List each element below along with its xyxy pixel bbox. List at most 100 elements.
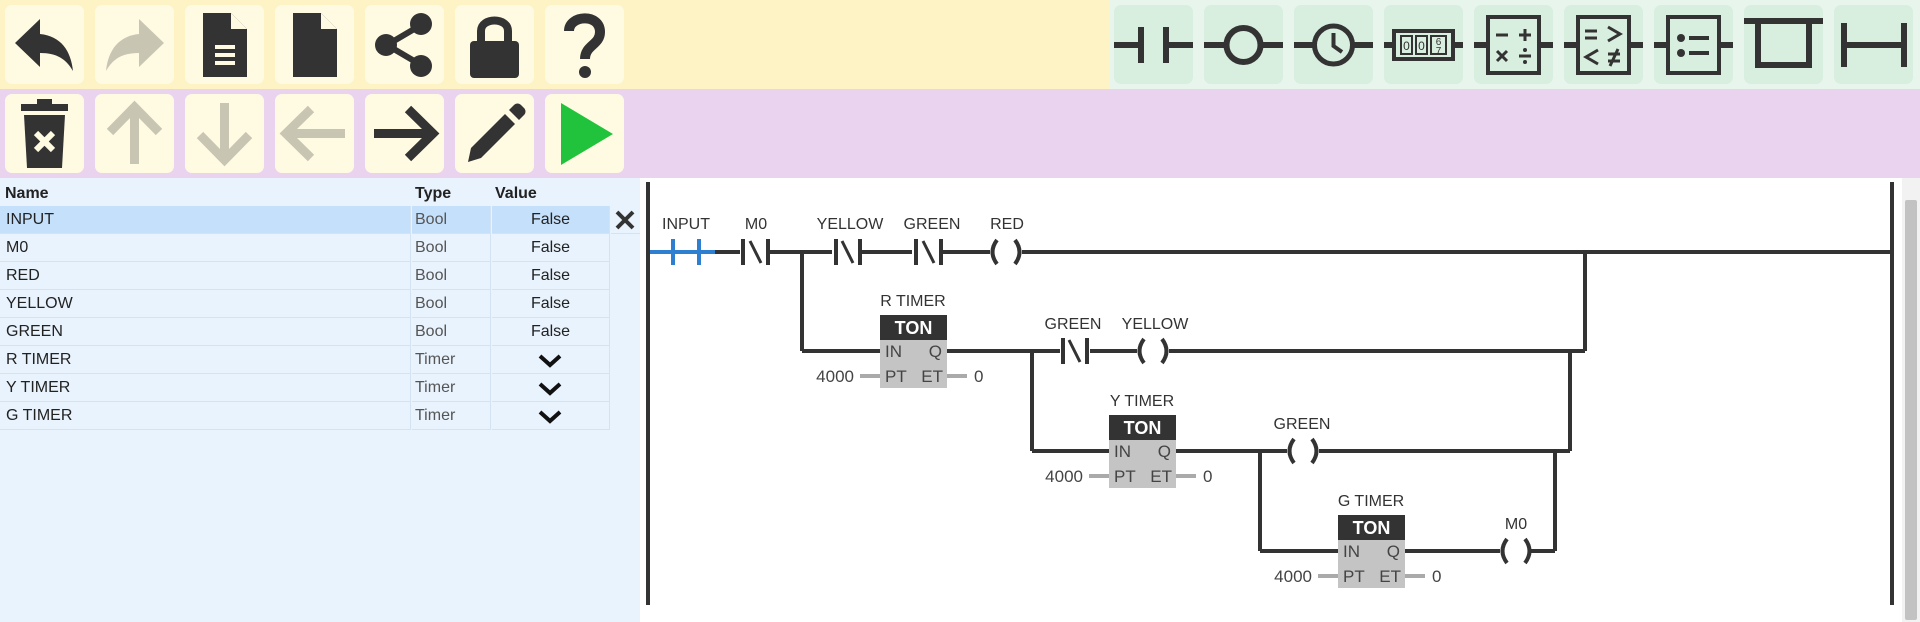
chevron-down-icon: [538, 382, 562, 396]
table-row[interactable]: Y TIMER Timer: [0, 374, 640, 402]
add-branch-button[interactable]: [1744, 5, 1823, 84]
contact-m0[interactable]: M0: [741, 216, 770, 265]
preset-value[interactable]: 4000: [1274, 567, 1312, 586]
elements-toolbar: 0 0 6 7: [1110, 0, 1920, 89]
table-header: Name Type Value: [0, 180, 640, 208]
var-name[interactable]: GREEN: [0, 318, 411, 346]
add-rung-button[interactable]: [1834, 5, 1913, 84]
table-row[interactable]: M0 Bool False: [0, 234, 640, 262]
timer-icon: [1294, 23, 1373, 67]
var-type[interactable]: Bool: [412, 206, 491, 234]
branch-icon: [1744, 18, 1823, 68]
expand-timer-button[interactable]: [492, 374, 610, 402]
undo-button[interactable]: [5, 5, 84, 84]
share-button[interactable]: [365, 5, 444, 84]
table-row[interactable]: YELLOW Bool False: [0, 290, 640, 318]
contact-green-2[interactable]: GREEN: [1045, 316, 1102, 364]
coil-label: YELLOW: [1122, 316, 1190, 333]
move-up-button[interactable]: [95, 94, 174, 173]
var-type[interactable]: Timer: [412, 402, 491, 430]
contact-yellow[interactable]: YELLOW: [817, 216, 885, 265]
add-contact-button[interactable]: [1114, 5, 1193, 84]
contact-label: GREEN: [904, 216, 961, 233]
table-row[interactable]: GREEN Bool False: [0, 318, 640, 346]
var-type[interactable]: Timer: [412, 346, 491, 374]
var-name[interactable]: G TIMER: [0, 402, 411, 430]
edit-button[interactable]: [455, 94, 534, 173]
pin-pt: PT: [1343, 567, 1365, 586]
counter-icon: 0 0 6 7: [1384, 29, 1463, 61]
var-name[interactable]: INPUT: [0, 206, 411, 234]
contact-label: INPUT: [662, 216, 710, 233]
var-value[interactable]: False: [492, 290, 610, 318]
ladder-diagram[interactable]: INPUT M0 YELLOW GREEN RED: [640, 178, 1920, 622]
add-compare-button[interactable]: [1564, 5, 1643, 84]
table-row[interactable]: INPUT Bool False: [0, 206, 640, 234]
var-value[interactable]: False: [492, 262, 610, 290]
new-document-button[interactable]: [275, 5, 354, 84]
timer-block-y[interactable]: Y TIMER TON IN Q PT ET 4000 0: [1045, 393, 1212, 488]
var-name[interactable]: M0: [0, 234, 411, 262]
header-type: Type: [415, 185, 452, 202]
list-icon: [1654, 15, 1733, 75]
preset-value[interactable]: 4000: [1045, 467, 1083, 486]
timer-block-r[interactable]: R TIMER TON IN Q PT ET 4000 0: [816, 293, 983, 388]
preset-value[interactable]: 4000: [816, 367, 854, 386]
redo-button[interactable]: [95, 5, 174, 84]
document-lines-icon: [203, 13, 247, 77]
add-list-button[interactable]: [1654, 5, 1733, 84]
var-type[interactable]: Bool: [412, 318, 491, 346]
math-icon: [1474, 15, 1553, 75]
expand-timer-button[interactable]: [492, 402, 610, 430]
var-type[interactable]: Bool: [412, 262, 491, 290]
share-icon: [375, 13, 432, 77]
scrollbar-thumb[interactable]: [1905, 200, 1917, 620]
table-row[interactable]: RED Bool False: [0, 262, 640, 290]
pin-et: ET: [921, 367, 943, 386]
coil-green[interactable]: GREEN: [1274, 416, 1331, 465]
help-button[interactable]: [545, 5, 624, 84]
move-right-button[interactable]: [365, 94, 444, 173]
compare-icon: [1564, 15, 1643, 75]
timer-type: TON: [895, 318, 933, 338]
coil-m0[interactable]: M0: [1500, 516, 1532, 565]
var-type[interactable]: Bool: [412, 290, 491, 318]
delete-button[interactable]: [5, 94, 84, 173]
lock-button[interactable]: [455, 5, 534, 84]
timer-block-g[interactable]: G TIMER TON IN Q PT ET 4000 0: [1274, 493, 1441, 588]
var-type[interactable]: Bool: [412, 234, 491, 262]
file-toolbar: [0, 0, 1110, 89]
var-name[interactable]: YELLOW: [0, 290, 411, 318]
expand-timer-button[interactable]: [492, 346, 610, 374]
table-row[interactable]: G TIMER Timer: [0, 402, 640, 430]
header-name: Name: [5, 185, 49, 202]
var-value[interactable]: False: [492, 234, 610, 262]
coil-red[interactable]: RED: [990, 216, 1024, 266]
pin-et: ET: [1150, 467, 1172, 486]
coil-yellow[interactable]: YELLOW: [1122, 316, 1190, 365]
add-counter-button[interactable]: 0 0 6 7: [1384, 5, 1463, 84]
run-button[interactable]: [545, 94, 624, 173]
header-value: Value: [495, 185, 537, 202]
add-timer-button[interactable]: [1294, 5, 1373, 84]
delete-variable-button[interactable]: [611, 206, 640, 234]
table-row[interactable]: R TIMER Timer: [0, 346, 640, 374]
document-button[interactable]: [185, 5, 264, 84]
var-type[interactable]: Timer: [412, 374, 491, 402]
vertical-scrollbar[interactable]: [1902, 178, 1920, 622]
add-coil-button[interactable]: [1204, 5, 1283, 84]
contact-green[interactable]: GREEN: [904, 216, 961, 265]
var-name[interactable]: RED: [0, 262, 411, 290]
pin-in: IN: [1114, 442, 1131, 461]
contact-label: GREEN: [1045, 316, 1102, 333]
var-name[interactable]: Y TIMER: [0, 374, 411, 402]
var-name[interactable]: R TIMER: [0, 346, 411, 374]
ladder-editor[interactable]: INPUT M0 YELLOW GREEN RED: [640, 178, 1920, 622]
move-down-button[interactable]: [185, 94, 264, 173]
move-left-button[interactable]: [275, 94, 354, 173]
var-value[interactable]: False: [492, 206, 610, 234]
contact-input[interactable]: INPUT: [662, 216, 715, 265]
help-icon: [564, 13, 606, 78]
add-math-button[interactable]: [1474, 5, 1553, 84]
var-value[interactable]: False: [492, 318, 610, 346]
